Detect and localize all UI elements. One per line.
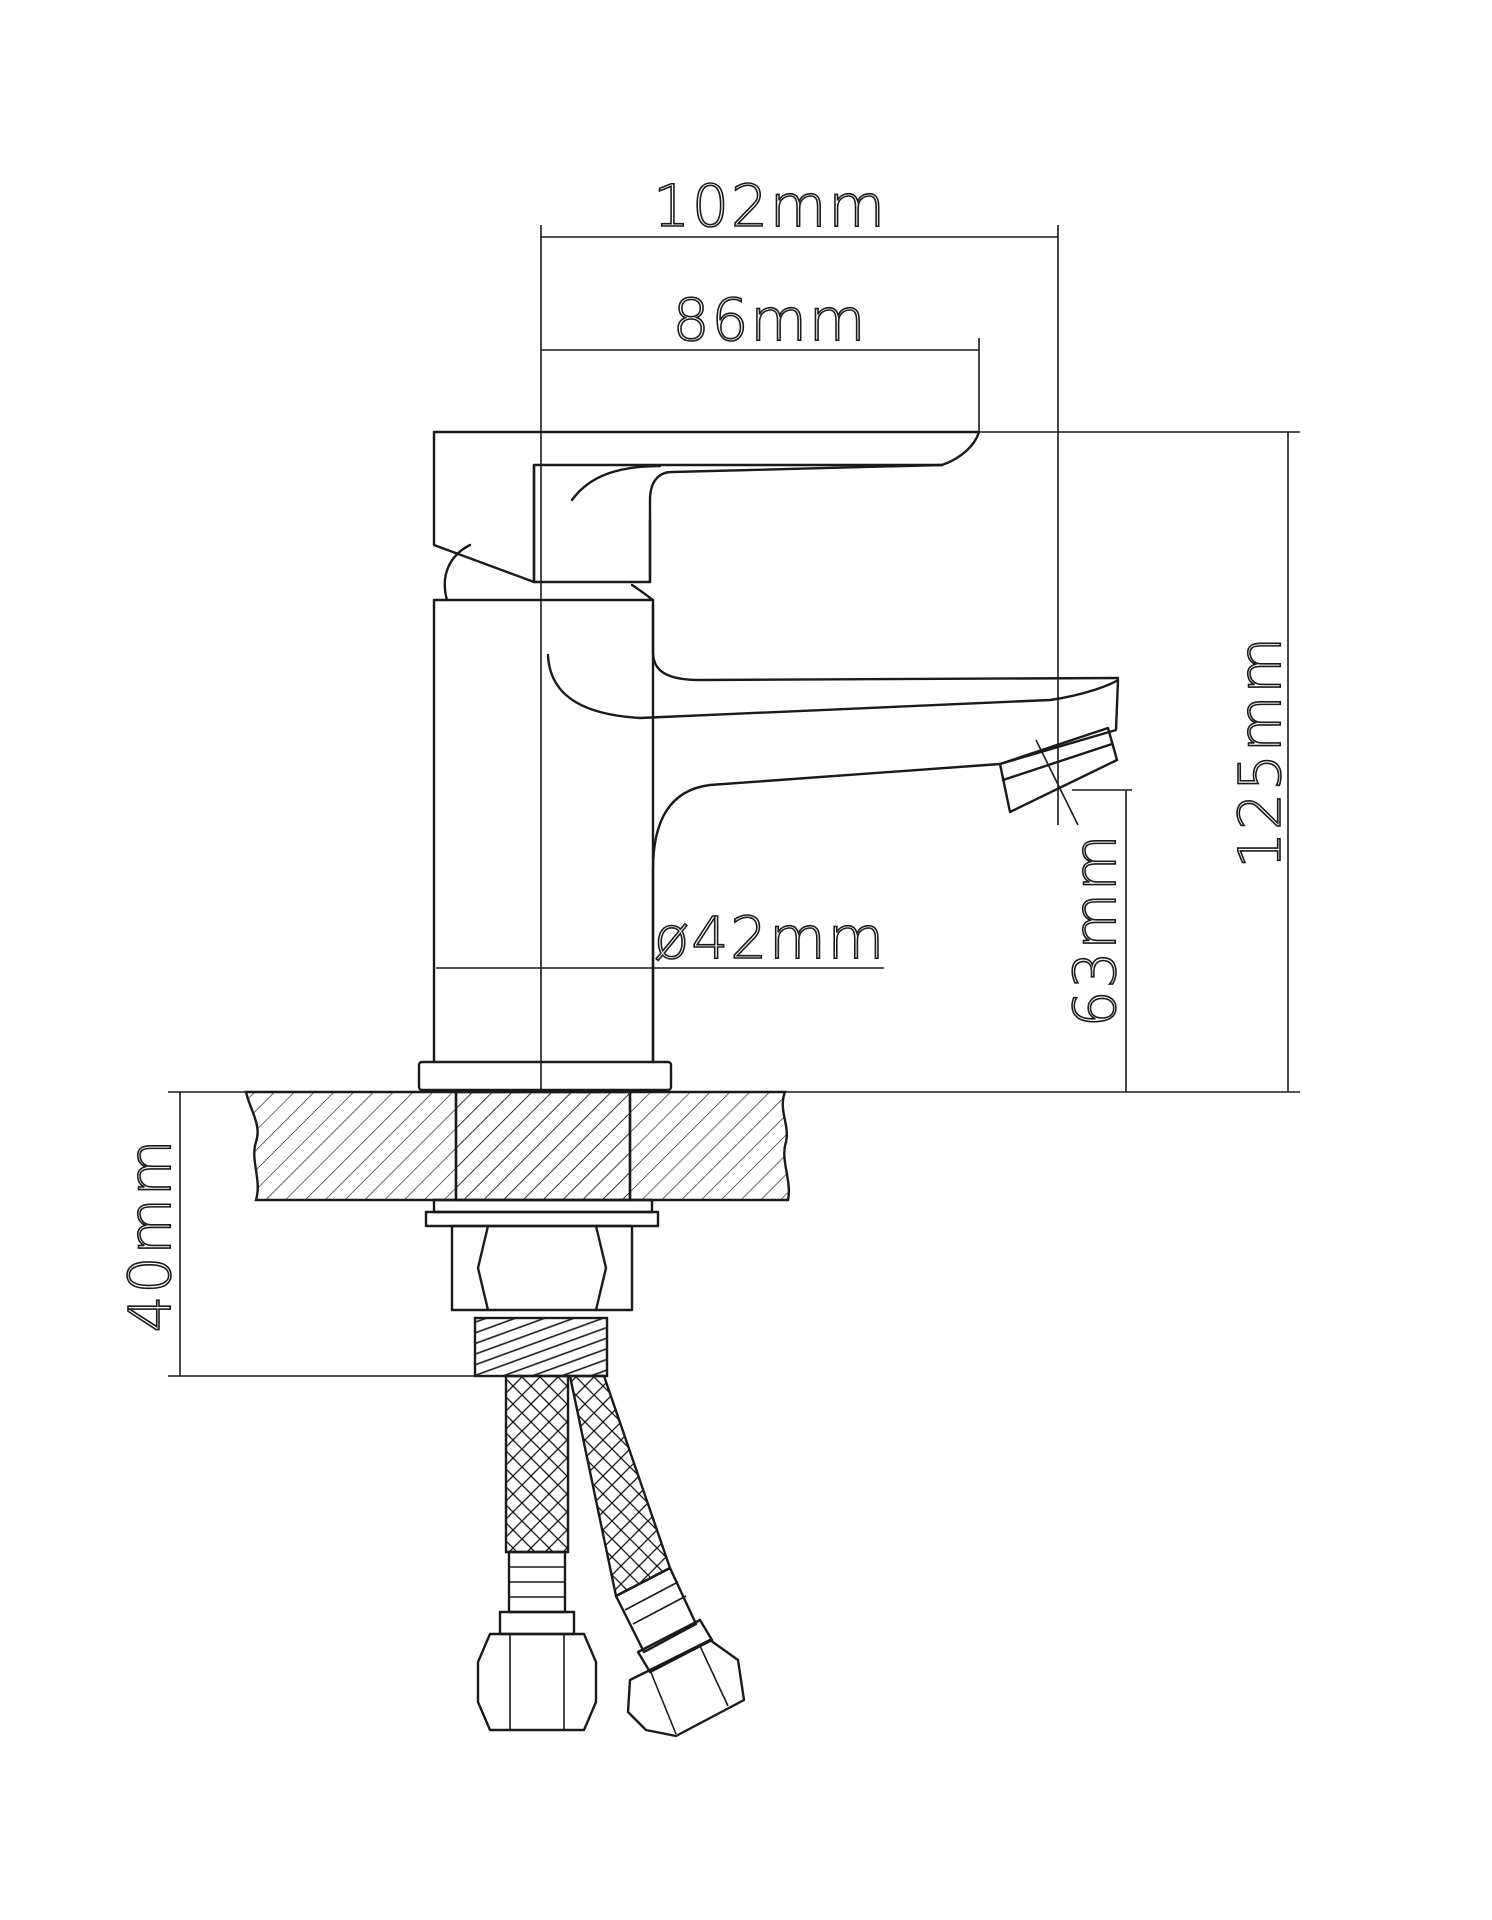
dimension-label-86mm: 86mm [673,286,868,354]
dimension-label-42mm: ø42mm [654,904,886,972]
counter-section [244,1090,791,1202]
dimension-height-total: 125mm [168,431,1300,1093]
mounting-hardware [424,1198,660,1378]
dimension-body-diameter: ø42mm [436,903,886,973]
faucet-body [417,543,673,1092]
supply-hose-right [568,1374,746,1738]
dimension-width-total: 102mm [540,171,1059,1092]
dimension-width-spout: 86mm [541,285,980,432]
supply-hose-left [476,1374,598,1732]
dimension-label-125mm: 125mm [1226,635,1294,869]
faucet-spout [546,603,1120,1064]
dimension-label-63mm: 63mm [1061,833,1129,1028]
dimension-label-40mm: 40mm [116,1138,184,1333]
dimension-label-102mm: 102mm [653,172,887,240]
faucet-handle [432,430,981,584]
dimension-below-counter: 40mm [115,1092,500,1377]
dimension-height-spout: 63mm [1060,789,1132,1092]
